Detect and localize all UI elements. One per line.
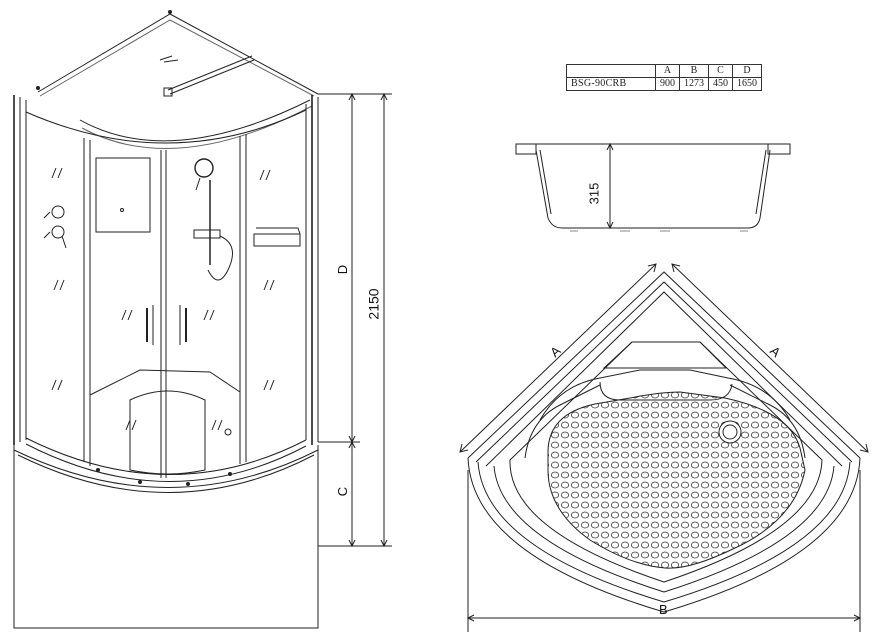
spec-table: A B C D BSG-90CRB 900 1273 450 1650 (566, 64, 762, 91)
tray-top-view (459, 263, 869, 632)
spec-header-c: C (708, 64, 733, 78)
dim-total-height: 2150 (365, 288, 382, 320)
cabin-roof-curve (79, 99, 311, 142)
spec-header-blank (566, 64, 656, 78)
dim-c-label: C (335, 486, 351, 497)
spec-value-c: 450 (708, 77, 733, 91)
spec-header-d: D (732, 64, 762, 78)
tray-side-view (515, 142, 791, 232)
height-dimensions (318, 92, 392, 548)
spec-table-row: BSG-90CRB 900 1273 450 1650 (566, 77, 762, 91)
spec-header-a: A (655, 64, 680, 78)
spec-value-a: 900 (655, 77, 680, 91)
dim-d-label: D (335, 264, 351, 275)
dim-tray-depth: 315 (586, 182, 602, 205)
cabin-roof (37, 13, 319, 95)
spec-value-b: 1273 (679, 77, 709, 91)
cabin-base (13, 445, 319, 629)
spec-table-header-row: A B C D (566, 64, 762, 78)
spec-value-d: 1650 (732, 77, 762, 91)
shower-cabin-view (13, 10, 319, 629)
spec-model: BSG-90CRB (566, 77, 656, 91)
dim-width-b: B (659, 602, 668, 617)
spec-header-b: B (679, 64, 709, 78)
